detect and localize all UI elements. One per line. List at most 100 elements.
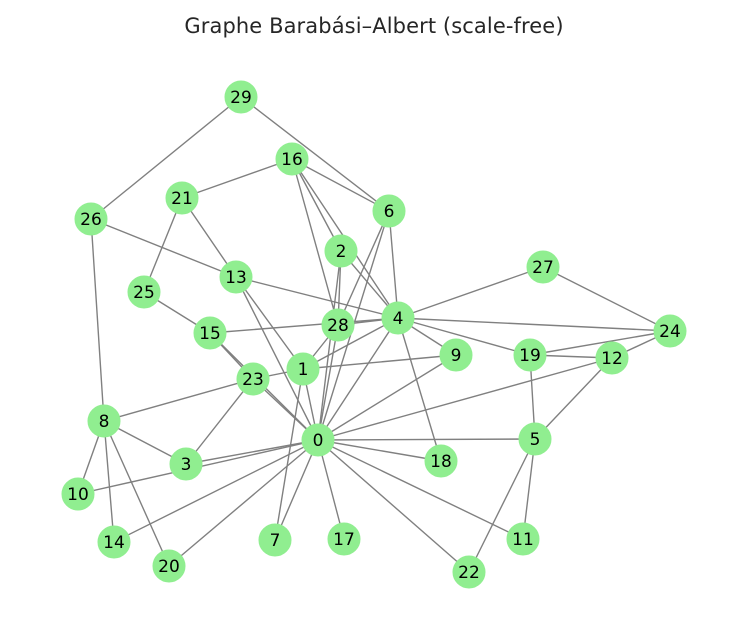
graph-edge (337, 210, 390, 326)
graph-node[interactable]: 12 (595, 341, 629, 375)
node-circle[interactable] (74, 202, 108, 236)
graph-edge (317, 439, 345, 540)
graph-node[interactable]: 9 (439, 338, 473, 372)
node-circle[interactable] (87, 404, 121, 438)
edge-layer (77, 96, 671, 573)
node-circle[interactable] (165, 181, 199, 215)
node-circle[interactable] (275, 142, 309, 176)
graph-edge (317, 354, 457, 441)
node-circle[interactable] (258, 523, 292, 557)
graph-node[interactable]: 29 (224, 80, 258, 114)
node-circle[interactable] (97, 525, 131, 559)
graph-edge (534, 357, 613, 440)
graph-node[interactable]: 16 (275, 142, 309, 176)
node-circle[interactable] (526, 250, 560, 284)
node-circle[interactable] (286, 352, 320, 386)
graph-node[interactable]: 11 (506, 522, 540, 556)
graph-edge (103, 420, 170, 567)
graph-edge (302, 354, 457, 370)
graph-node[interactable]: 6 (372, 194, 406, 228)
graph-edge (397, 266, 544, 319)
graph-node[interactable]: 10 (61, 477, 95, 511)
node-circle[interactable] (506, 522, 540, 556)
graph-node[interactable]: 26 (74, 202, 108, 236)
node-circle[interactable] (452, 555, 486, 589)
graph-node[interactable]: 1 (286, 352, 320, 386)
graph-edge (185, 378, 254, 465)
graph-edge (209, 317, 399, 334)
graph-edge (302, 317, 399, 370)
graph-node[interactable]: 0 (301, 423, 335, 457)
graph-edge (317, 317, 399, 441)
node-circle[interactable] (127, 275, 161, 309)
graph-edge (235, 276, 304, 370)
graph-node[interactable]: 13 (219, 260, 253, 294)
node-circle[interactable] (518, 422, 552, 456)
node-circle[interactable] (219, 260, 253, 294)
graph-node[interactable]: 14 (97, 525, 131, 559)
node-circle[interactable] (653, 314, 687, 348)
graph-edge (317, 324, 339, 441)
graph-node[interactable]: 25 (127, 275, 161, 309)
node-circle[interactable] (424, 444, 458, 478)
graph-node[interactable]: 22 (452, 555, 486, 589)
node-circle[interactable] (513, 338, 547, 372)
graph-node[interactable]: 17 (327, 522, 361, 556)
graph-edge (274, 368, 304, 541)
graph-edge (274, 439, 319, 541)
node-circle[interactable] (236, 362, 270, 396)
graph-edge (388, 210, 399, 319)
node-circle[interactable] (381, 301, 415, 335)
graph-edge (143, 197, 183, 293)
node-circle[interactable] (439, 338, 473, 372)
graph-edge (168, 439, 319, 567)
graph-node[interactable]: 23 (236, 362, 270, 396)
node-circle[interactable] (152, 549, 186, 583)
node-layer: 0123456789101112131415161718192021222324… (61, 80, 687, 589)
graph-edge (529, 330, 671, 356)
graph-node[interactable]: 24 (653, 314, 687, 348)
graph-node[interactable]: 19 (513, 338, 547, 372)
node-circle[interactable] (327, 522, 361, 556)
node-circle[interactable] (595, 341, 629, 375)
graph-edge (317, 357, 613, 441)
graph-node[interactable]: 4 (381, 301, 415, 335)
graph-edge (291, 158, 339, 326)
graph-node[interactable]: 5 (518, 422, 552, 456)
node-circle[interactable] (169, 447, 203, 481)
graph-node[interactable]: 21 (165, 181, 199, 215)
graph-edge (90, 96, 242, 220)
graph-edge (235, 276, 399, 319)
node-circle[interactable] (324, 234, 358, 268)
graph-node[interactable]: 15 (193, 316, 227, 350)
graph-node[interactable]: 18 (424, 444, 458, 478)
node-circle[interactable] (321, 308, 355, 342)
graph-edge (291, 158, 390, 212)
graph-edge (317, 250, 342, 441)
graph-edge (181, 158, 293, 199)
graph-edge (113, 439, 319, 543)
graph-edge (240, 96, 390, 212)
graph-node[interactable]: 27 (526, 250, 560, 284)
graph-node[interactable]: 8 (87, 404, 121, 438)
graph-edge (522, 438, 536, 540)
graph-edge (468, 438, 536, 573)
graph-edge (317, 439, 442, 462)
graph-edge (317, 439, 524, 540)
graph-edge (317, 439, 470, 573)
node-circle[interactable] (193, 316, 227, 350)
graph-node[interactable]: 3 (169, 447, 203, 481)
graph-edge (291, 158, 342, 252)
graph-edge (90, 218, 105, 422)
node-circle[interactable] (224, 80, 258, 114)
page-title: Graphe Barabási–Albert (scale-free) (184, 14, 564, 38)
node-circle[interactable] (372, 194, 406, 228)
graph-node[interactable]: 20 (152, 549, 186, 583)
graph-node[interactable]: 2 (324, 234, 358, 268)
node-circle[interactable] (301, 423, 335, 457)
graph-node[interactable]: 7 (258, 523, 292, 557)
node-circle[interactable] (61, 477, 95, 511)
graph-node[interactable]: 28 (321, 308, 355, 342)
